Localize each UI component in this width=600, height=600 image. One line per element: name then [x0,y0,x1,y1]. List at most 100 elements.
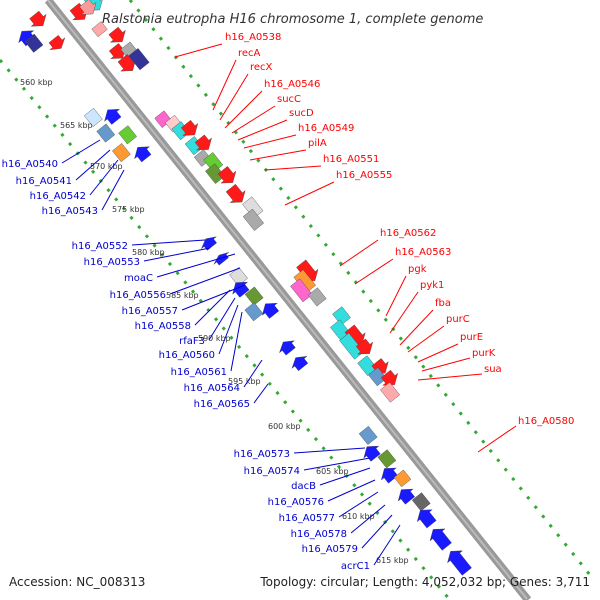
forward-gene-34 [380,369,399,386]
map-title: Ralstonia eutropha H16 chromosome 1, com… [102,12,483,27]
forward-gene-25 [307,287,327,307]
reverse-gene-label: h16_A0576 [268,497,324,508]
forward-leader-line [421,357,471,372]
forward-gene-14 [194,134,212,151]
reverse-gene-label: h16_A0574 [244,466,300,477]
reverse-gene-label: h16_A0540 [2,159,58,170]
kbp-label: 595 kbp [228,377,261,386]
reverse-leader-line [361,514,393,549]
backbone-group [44,0,532,600]
kbp-label: 605 kbp [316,467,349,476]
kbp-label: 570 kbp [90,162,123,171]
forward-gene-21 [242,208,265,231]
forward-gene-7 [117,54,137,72]
reverse-gene-label: acrC1 [341,561,370,572]
reverse-gene-24 [397,488,415,505]
forward-gene-label: recX [250,62,273,73]
kbp-label: 580 kbp [132,248,165,257]
reverse-gene-label: h16_A0561 [171,367,227,378]
reverse-gene-9 [134,146,152,163]
accession-text: Accession: NC_008313 [9,575,145,589]
forward-gene-label: h16_A0538 [225,32,281,43]
reverse-gene-8 [112,143,131,163]
forward-gene-label: h16_A0546 [264,79,320,90]
forward-leader-line [264,165,322,171]
forward-gene-19 [225,183,246,203]
forward-leader-line [224,90,263,129]
reverse-gene-3 [48,35,66,51]
reverse-leader-line [181,284,246,311]
reverse-gene-label: h16_A0543 [42,206,98,217]
forward-gene-12 [180,119,199,136]
reverse-leader-line [143,247,211,262]
forward-gene-2 [79,0,97,15]
reverse-leader-line [338,491,379,518]
kbp-label: 610 kbp [342,512,375,521]
reverse-leader-line [169,267,241,295]
forward-gene-label: pilA [308,138,327,149]
forward-gene-3 [91,21,108,38]
forward-gene-30 [355,338,374,355]
forward-gene-label: h16_A0555 [336,170,392,181]
reverse-leader-line [350,504,386,534]
reverse-gene-17 [279,340,296,356]
reverse-leader-line [230,311,243,372]
forward-leader-line [231,105,276,134]
forward-gene-label: recA [238,48,261,59]
kbp-label: 615 kbp [376,556,409,565]
forward-leader-line [174,43,223,58]
reverse-leader-line [131,239,206,246]
backbone-highlight [46,0,528,600]
reverse-gene-13 [232,281,250,298]
reverse-leader-line [89,159,119,196]
kbp-label: 585 kbp [166,291,199,300]
reverse-gene-15 [244,302,264,322]
forward-leader-line [243,134,297,149]
reverse-gene-18 [291,356,309,372]
reverse-gene-28 [447,550,472,576]
reverse-gene-label: h16_A0579 [302,544,358,555]
forward-leader-line [417,373,483,381]
forward-gene-35 [380,382,400,403]
reverse-gene-7 [118,125,137,145]
reverse-gene-label: h16_A0556 [110,290,166,301]
kbp-label: 575 kbp [112,205,145,214]
reverse-leader-line [293,447,366,454]
reverse-gene-11 [213,252,229,266]
forward-leader-line [354,258,394,285]
reverse-gene-20 [363,445,381,462]
inner-tick-track [0,59,452,600]
reverse-gene-26 [416,509,437,529]
forward-leader-line [389,291,419,334]
forward-gene-label: pgk [408,264,427,275]
forward-leader-line [284,181,335,206]
forward-leader-line [249,149,307,161]
forward-gene-label: h16_A0580 [518,416,574,427]
forward-leader-line [339,239,379,267]
reverse-gene-label: h16_A0558 [135,321,191,332]
reverse-leader-line [75,149,111,181]
reverse-gene-label: moaC [124,273,153,284]
forward-leader-line [477,425,517,453]
kbp-label: 560 kbp [20,78,53,87]
forward-leader-line [399,309,434,346]
kbp-label: 565 kbp [60,121,93,130]
forward-leader-line [385,275,407,317]
forward-gene-label: pyk1 [420,280,444,291]
reverse-gene-2 [24,33,44,53]
forward-gene-4 [108,26,126,43]
forward-leader-line [407,325,445,353]
forward-leader-line [237,119,288,141]
forward-leader-line [219,73,249,121]
forward-leader-line [212,59,237,111]
kbp-label: 590 kbp [198,334,231,343]
reverse-gene-label: h16_A0577 [279,513,335,524]
reverse-gene-14 [244,286,264,306]
forward-gene-label: purC [446,314,470,325]
forward-gene-labels: h16_A0538recArecXh16_A0546sucCsucDh16_A0… [174,32,574,453]
forward-gene-18 [217,166,237,184]
reverse-leader-line [61,139,101,164]
reverse-features [18,10,472,576]
